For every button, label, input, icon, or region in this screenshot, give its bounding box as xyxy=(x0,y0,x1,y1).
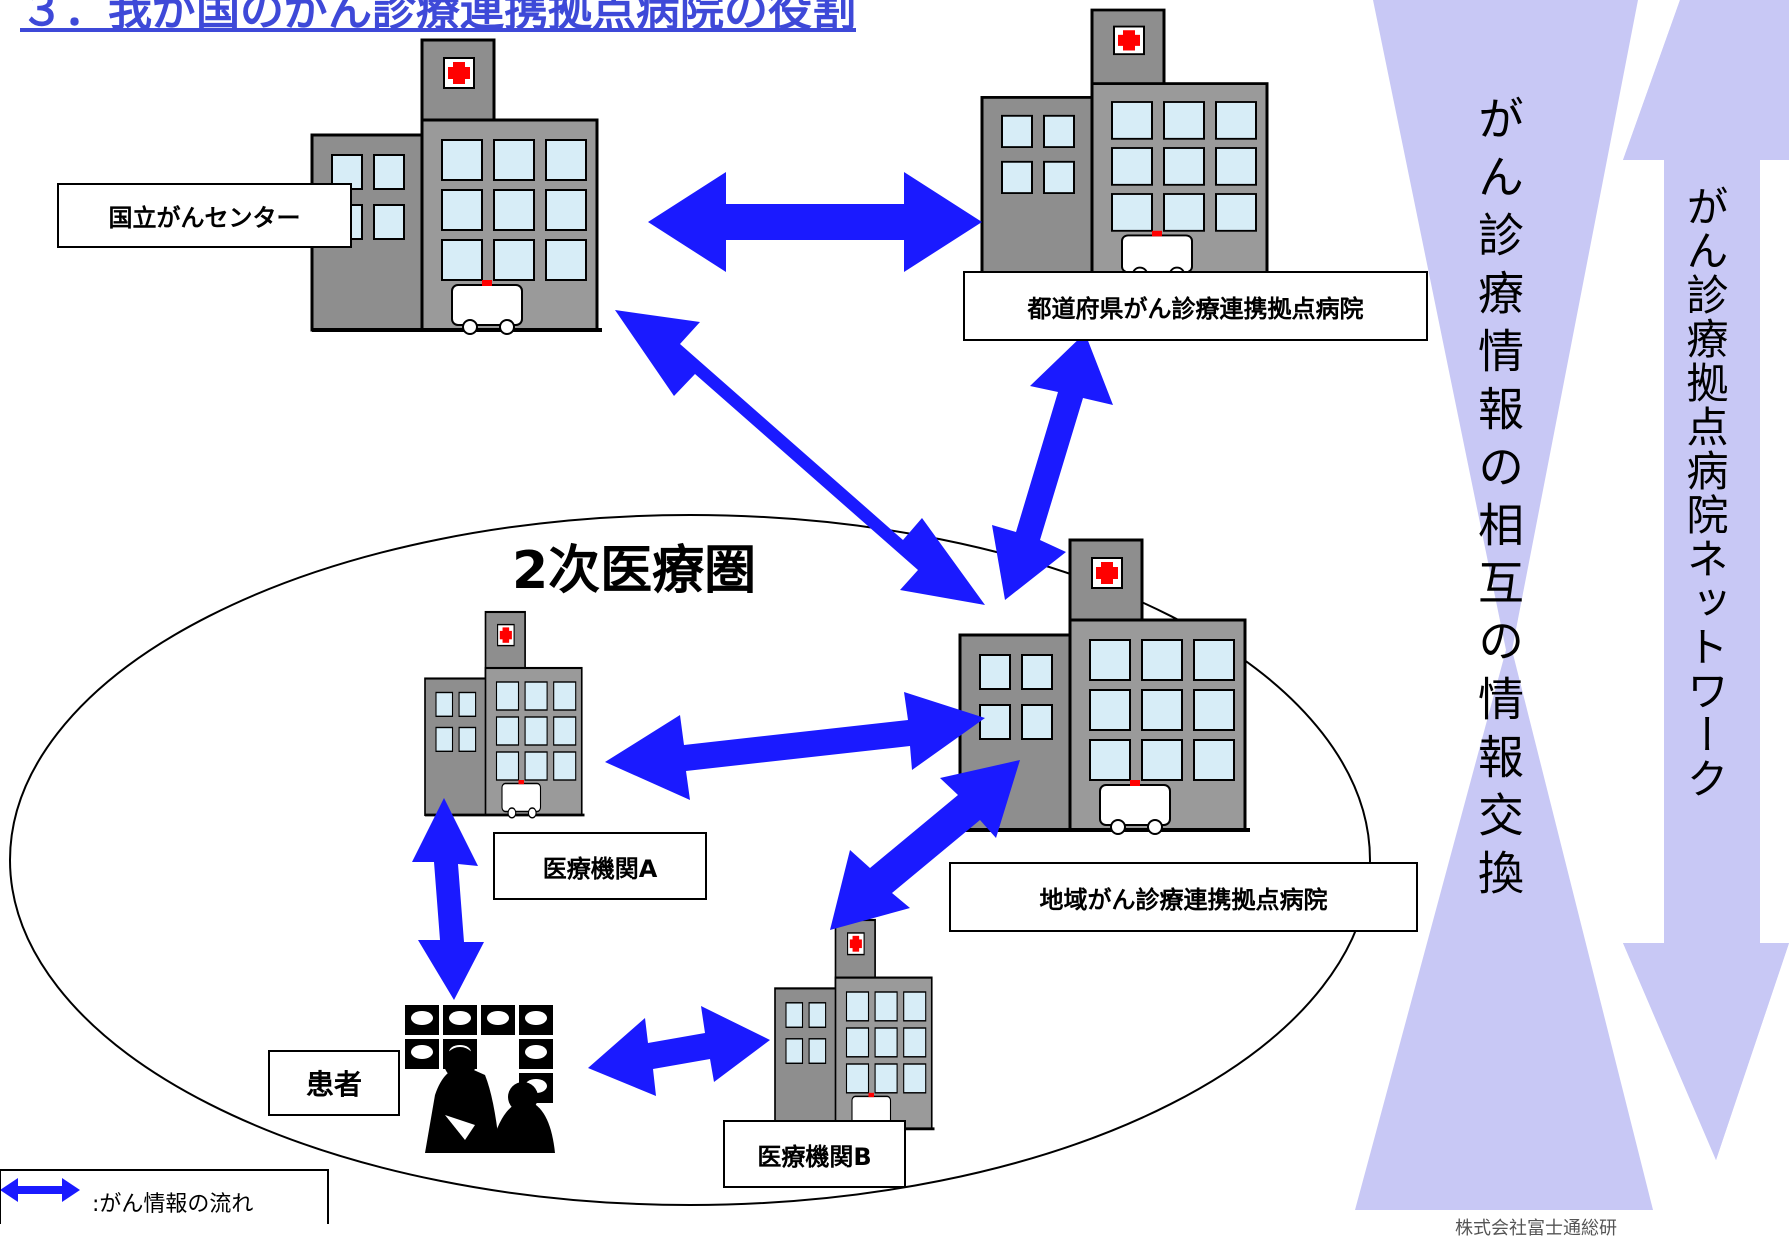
info-exchange-hourglass xyxy=(1355,0,1653,1210)
arrow-regional-facility-a xyxy=(605,692,985,800)
info-flow-arrows xyxy=(0,172,1113,1202)
secondary-region-label: 2次医療圏 xyxy=(512,541,757,601)
facility-a-building-icon xyxy=(423,610,586,820)
prefectural-hospital-building-icon xyxy=(980,8,1274,283)
arrow-patient-facility-b xyxy=(588,1006,770,1096)
regional-hospital-label: 地域がん診療連携拠点病院 xyxy=(949,862,1418,932)
secondary-region-ellipse xyxy=(9,514,1371,1206)
arrow-center-prefectural xyxy=(648,172,982,272)
national-center-building-icon xyxy=(310,38,604,336)
prefectural-hospital-label: 都道府県がん診療連携拠点病院 xyxy=(963,271,1428,341)
patient-label: 患者 xyxy=(268,1050,400,1116)
legend-label: :がん情報の流れ xyxy=(92,1192,254,1217)
arrow-prefectural-regional xyxy=(992,333,1113,600)
arrow-regional-facility-b xyxy=(830,760,1020,930)
network-label: がん診療拠点病院ネットワーク xyxy=(1680,185,1729,801)
arrow-facility-a-patient xyxy=(412,798,484,1000)
legend-box xyxy=(0,1169,329,1224)
patient-illustration xyxy=(405,1005,563,1153)
footnote: 株式会社富士通総研 xyxy=(1455,1218,1617,1239)
facility-b-building-icon xyxy=(773,918,936,1134)
national-center-label: 国立がんセンター xyxy=(57,183,352,248)
facility-b-label: 医療機関B xyxy=(723,1120,906,1188)
facility-a-label: 医療機関A xyxy=(493,832,707,900)
info-exchange-label: がん診療情報の相互の情報交換 xyxy=(1471,95,1525,907)
arrow-center-regional xyxy=(615,310,985,605)
page-title: ３．我が国のがん診療連携拠点病院の役割 xyxy=(20,0,856,36)
network-double-arrow-top xyxy=(1623,0,1789,1160)
legend-arrow-icon xyxy=(0,1178,80,1202)
